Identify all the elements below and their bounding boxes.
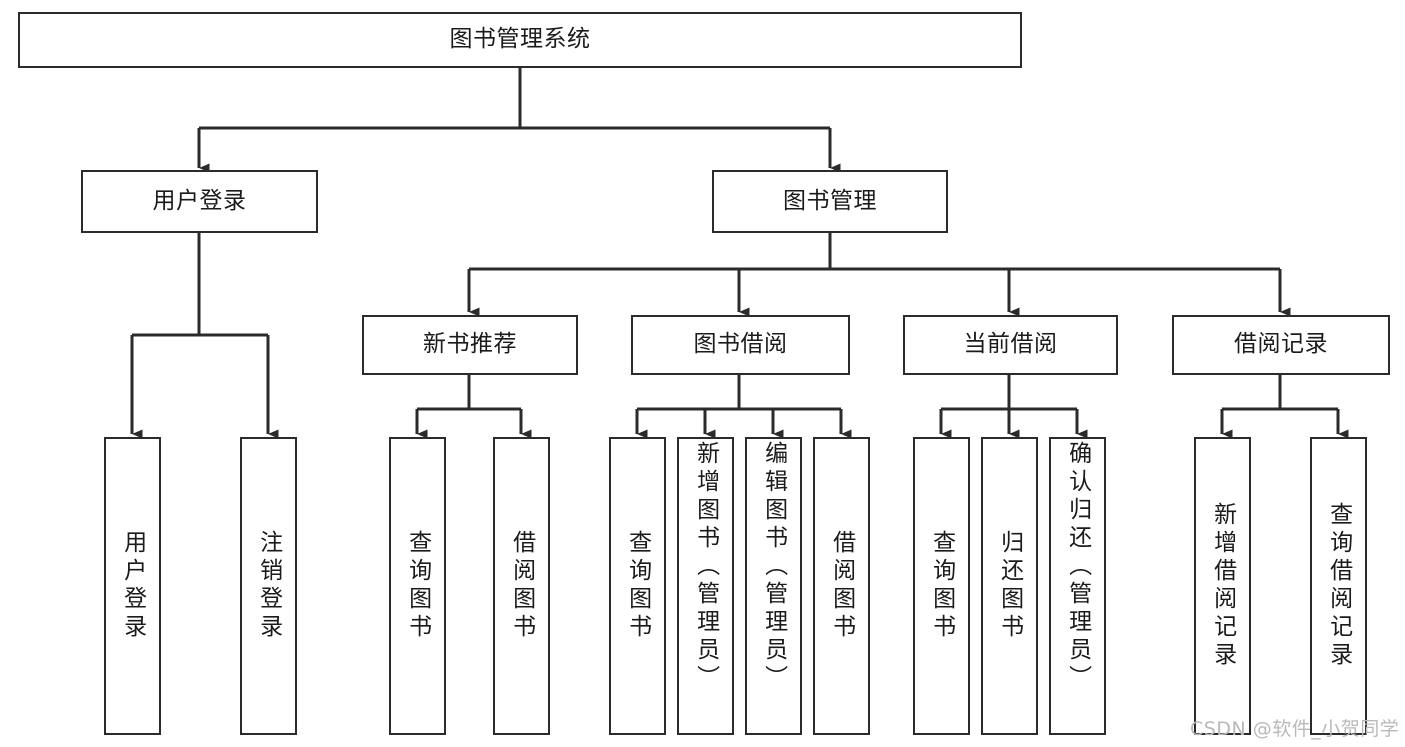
leaf-borrow-record-add-label: 新增借阅记录 bbox=[1209, 502, 1236, 670]
node-user-login-label: 用户登录 bbox=[152, 187, 247, 214]
leaf-user-login-signout[interactable]: 注销登录 bbox=[240, 437, 297, 735]
leaf-book-borrow-borrow[interactable]: 借阅图书 bbox=[813, 437, 870, 735]
leaf-book-borrow-query[interactable]: 查询图书 bbox=[609, 437, 666, 735]
leaf-borrow-record-query-label: 查询借阅记录 bbox=[1325, 502, 1352, 670]
leaf-current-borrow-query[interactable]: 查询图书 bbox=[913, 437, 970, 735]
leaf-current-borrow-query-label: 查询图书 bbox=[928, 530, 955, 642]
node-book-borrow-label: 图书借阅 bbox=[693, 331, 788, 358]
leaf-new-book-borrow-label: 借阅图书 bbox=[508, 530, 535, 642]
leaf-current-borrow-return-label: 归还图书 bbox=[996, 530, 1023, 642]
leaf-user-login-signin[interactable]: 用户登录 bbox=[104, 437, 161, 735]
leaf-new-book-query-label: 查询图书 bbox=[404, 530, 431, 642]
node-new-book-recommend-label: 新书推荐 bbox=[423, 331, 517, 358]
node-current-borrow-label: 当前借阅 bbox=[963, 331, 1058, 358]
leaf-borrow-record-add[interactable]: 新增借阅记录 bbox=[1194, 437, 1251, 735]
node-user-login[interactable]: 用户登录 bbox=[81, 170, 318, 233]
leaf-book-borrow-edit-label: 编辑图书（管理员） bbox=[760, 441, 787, 693]
leaf-current-borrow-confirm[interactable]: 确认归还（管理员） bbox=[1049, 437, 1106, 735]
leaf-user-login-signin-label: 用户登录 bbox=[119, 530, 146, 642]
leaf-user-login-signout-label: 注销登录 bbox=[255, 530, 282, 642]
node-book-management[interactable]: 图书管理 bbox=[712, 170, 948, 233]
node-borrow-record[interactable]: 借阅记录 bbox=[1172, 315, 1390, 375]
leaf-book-borrow-query-label: 查询图书 bbox=[624, 530, 651, 642]
node-current-borrow[interactable]: 当前借阅 bbox=[903, 315, 1118, 375]
leaf-book-borrow-add-label: 新增图书（管理员） bbox=[692, 441, 719, 693]
node-book-management-label: 图书管理 bbox=[783, 187, 877, 214]
leaf-current-borrow-return[interactable]: 归还图书 bbox=[981, 437, 1038, 735]
node-book-borrow[interactable]: 图书借阅 bbox=[631, 315, 850, 375]
csdn-watermark: CSDN @软件_小贺同学 bbox=[1190, 718, 1400, 740]
leaf-current-borrow-confirm-label: 确认归还（管理员） bbox=[1064, 441, 1091, 693]
node-new-book-recommend[interactable]: 新书推荐 bbox=[362, 315, 578, 375]
node-root-system-label: 图书管理系统 bbox=[449, 26, 591, 53]
node-borrow-record-label: 借阅记录 bbox=[1234, 331, 1328, 358]
leaf-new-book-query[interactable]: 查询图书 bbox=[389, 437, 446, 735]
leaf-book-borrow-borrow-label: 借阅图书 bbox=[828, 530, 855, 642]
node-root-system[interactable]: 图书管理系统 bbox=[18, 12, 1022, 68]
leaf-book-borrow-edit[interactable]: 编辑图书（管理员） bbox=[745, 437, 802, 735]
leaf-book-borrow-add[interactable]: 新增图书（管理员） bbox=[677, 437, 734, 735]
leaf-new-book-borrow[interactable]: 借阅图书 bbox=[493, 437, 550, 735]
leaf-borrow-record-query[interactable]: 查询借阅记录 bbox=[1310, 437, 1367, 735]
